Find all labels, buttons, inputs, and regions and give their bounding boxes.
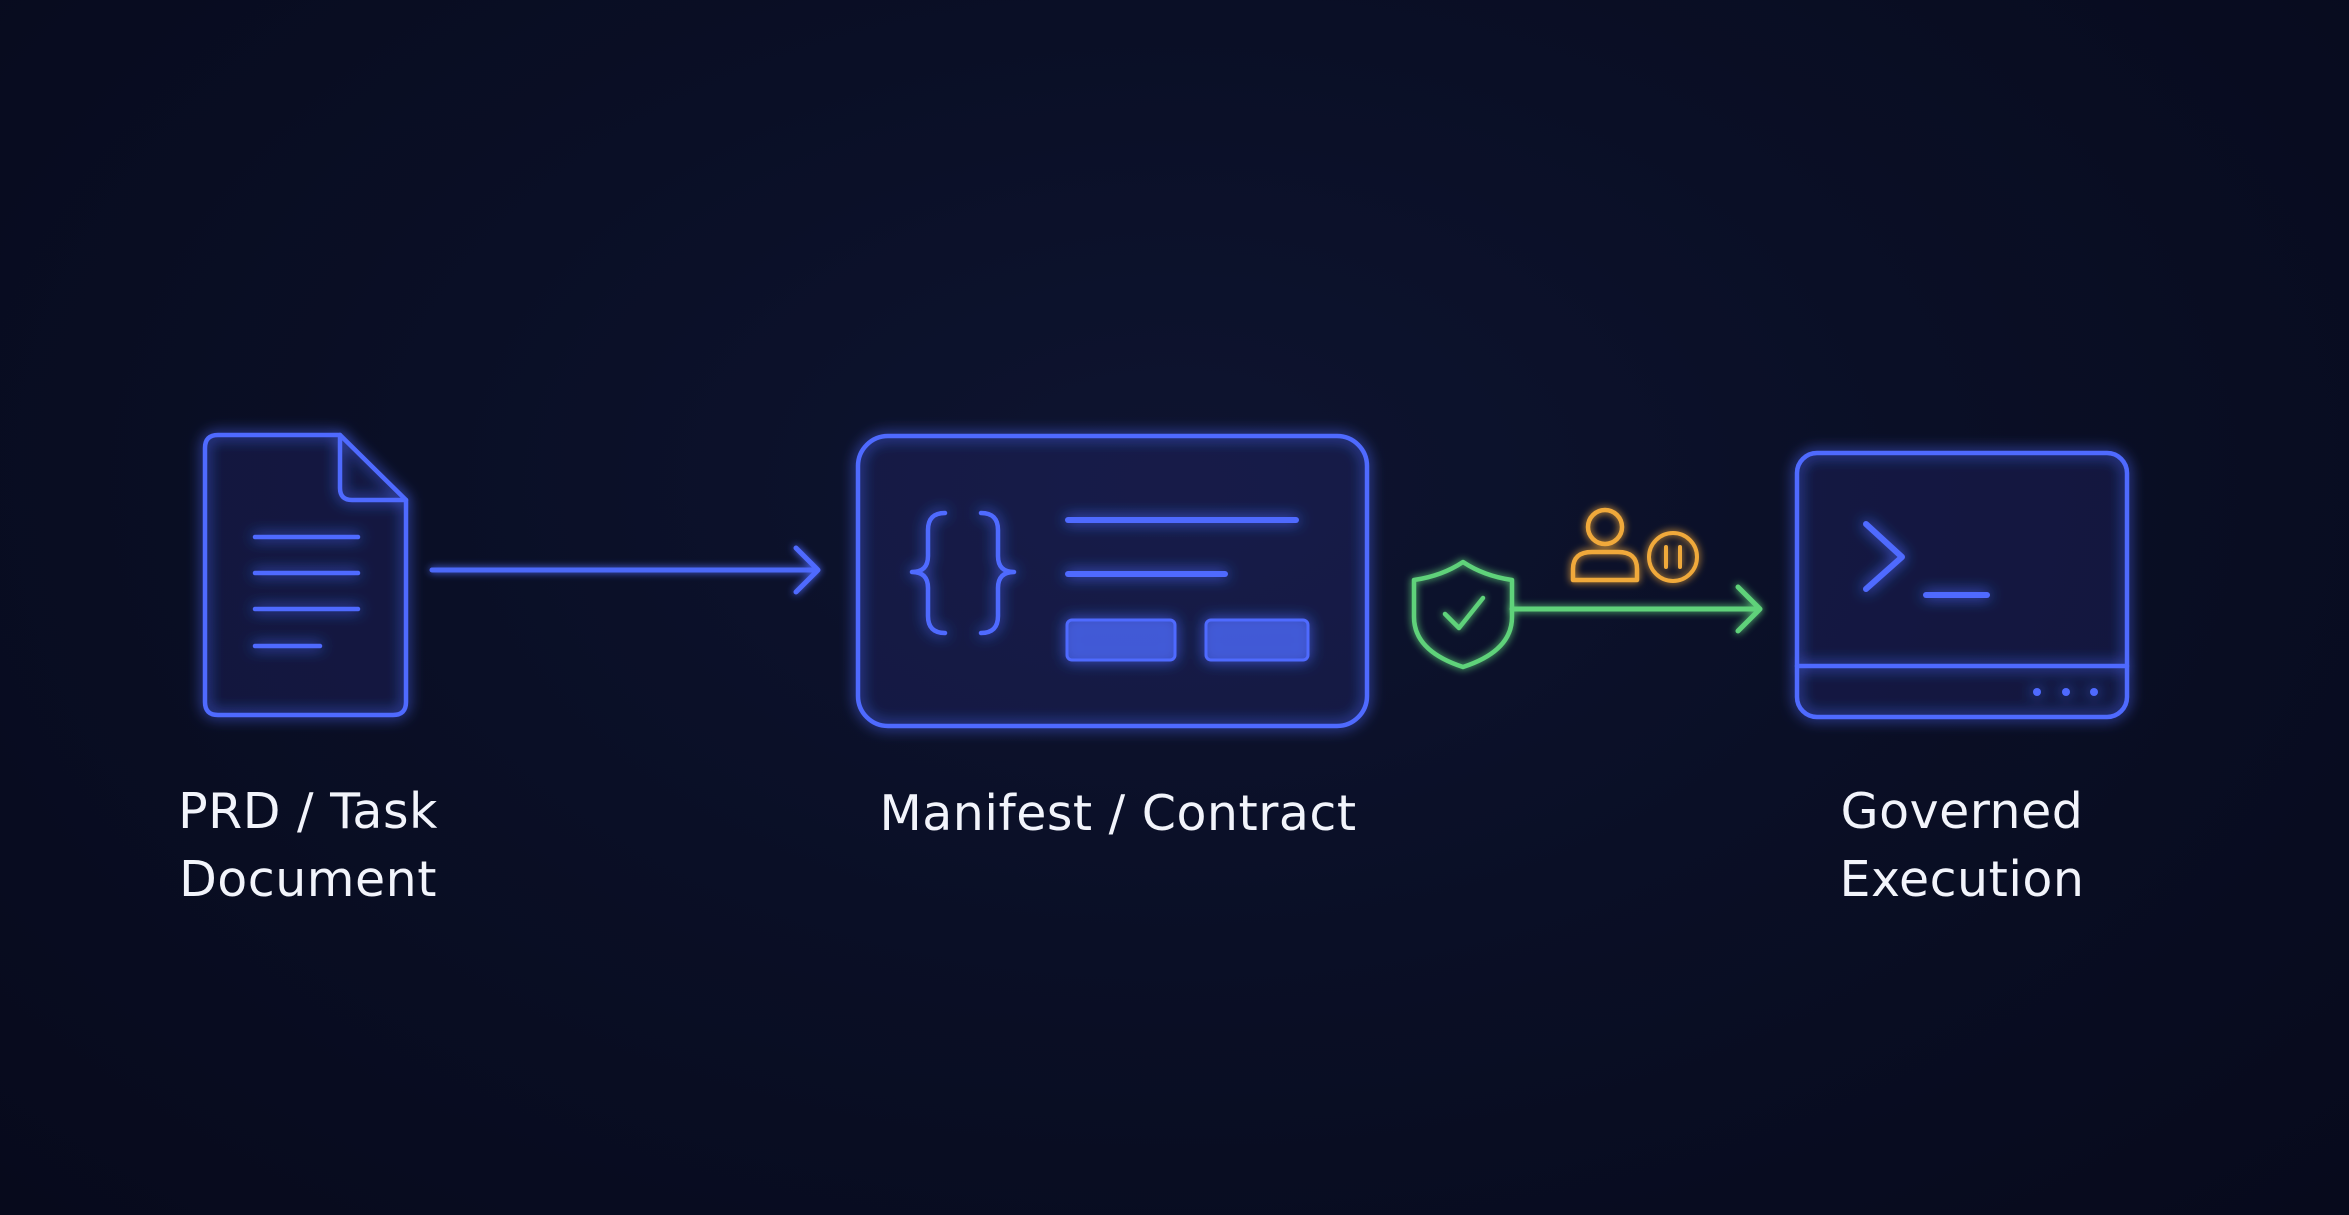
document-icon xyxy=(202,432,409,718)
user-icon xyxy=(1570,507,1640,583)
code-braces-card-icon xyxy=(855,433,1370,729)
brace-right-icon xyxy=(978,510,1017,636)
arrow-manifest-to-governed xyxy=(1367,584,1763,634)
label-prd-line-1: PRD / Task xyxy=(178,783,438,840)
label-governed-line-1: Governed xyxy=(1840,783,2084,840)
label-governed-execution: Governed Execution xyxy=(1762,778,2162,914)
label-prd-line-2: Document xyxy=(179,851,437,908)
label-prd-task-document: PRD / Task Document xyxy=(108,778,508,914)
label-manifest-contract: Manifest / Contract xyxy=(818,780,1418,848)
label-governed-line-2: Execution xyxy=(1839,851,2085,908)
shield-check-icon xyxy=(1411,559,1515,670)
brace-left-icon xyxy=(909,510,948,636)
terminal-window-icon xyxy=(1794,450,2130,720)
pause-icon xyxy=(1647,531,1699,583)
label-manifest-line-1: Manifest / Contract xyxy=(879,785,1357,842)
arrow-prd-to-manifest xyxy=(429,545,821,595)
